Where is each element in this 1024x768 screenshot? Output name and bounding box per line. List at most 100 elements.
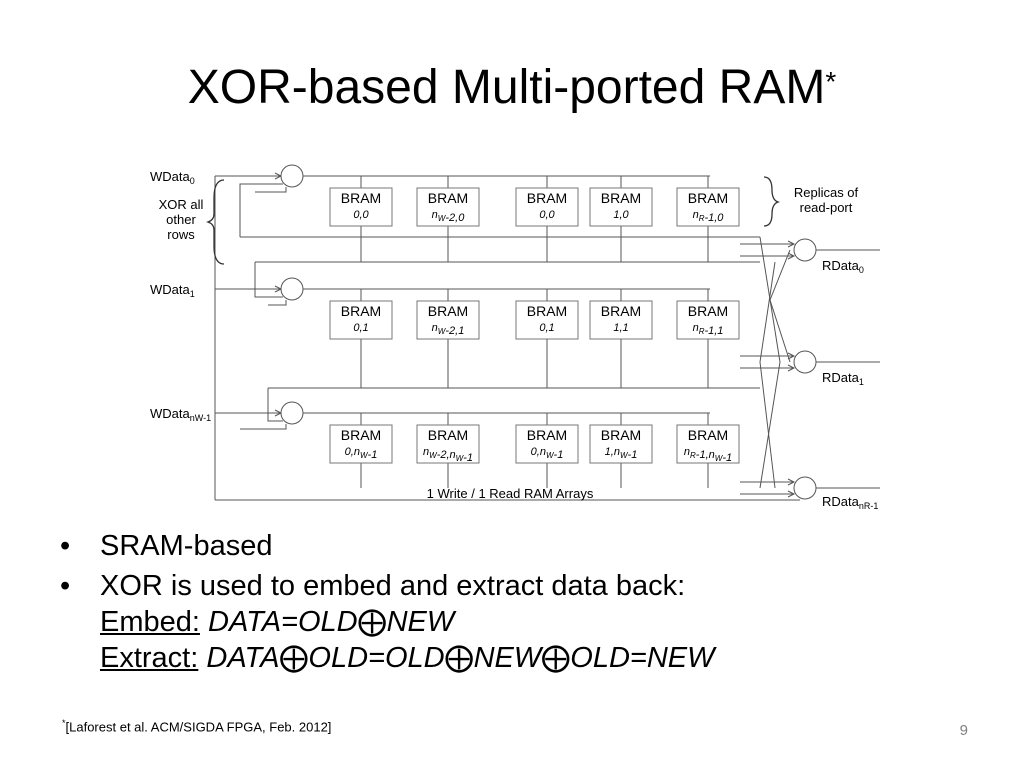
bram-box (416, 424, 480, 464)
bram-box (589, 424, 653, 464)
xor-note-line: XOR all (159, 197, 204, 212)
index-part: -1 (722, 452, 732, 464)
xor-gate-read (793, 476, 817, 500)
footnote: *[Laforest et al. ACM/SIGDA FPGA, Feb. 2… (62, 718, 331, 734)
index-part: -2,n (437, 449, 456, 461)
label-subscript: nR-1 (859, 501, 879, 511)
index-subscript: R (690, 451, 696, 460)
bram-box (515, 187, 579, 227)
extract-line: Extract: DATA⨁OLD=OLD⨁NEW⨁OLD=NEW (100, 640, 714, 676)
index-part: n (693, 209, 699, 221)
bram-box (416, 187, 480, 227)
write-input-label: WData0 (150, 169, 195, 186)
xor-gate-circle (793, 350, 817, 374)
bullet-dot: • (60, 530, 71, 562)
index-part: n (432, 322, 438, 334)
bullet-text: XOR is used to embed and extract data ba… (100, 570, 686, 602)
index-subscript: W (438, 327, 447, 336)
xor-gate-circle (793, 238, 817, 262)
feedback-wire (267, 388, 283, 422)
label-base: WData (150, 406, 191, 421)
index-part: -2,0 (445, 212, 465, 224)
bram-box (515, 300, 579, 340)
bram-label: BRAM (527, 303, 567, 319)
extract-expression: DATA⨁OLD=OLD⨁NEW⨁OLD=NEW (206, 642, 715, 674)
label-base: RData (822, 370, 860, 385)
arrowhead (787, 240, 796, 248)
write-input-label: WDatanW-1 (150, 406, 211, 423)
bram-index: 0,0 (353, 209, 369, 221)
index-subscript: R (699, 327, 705, 336)
bram-index: 1,0 (613, 209, 629, 221)
right-brace (763, 176, 781, 227)
index-part: 0,n (531, 446, 546, 458)
bram-label: BRAM (601, 190, 641, 206)
index-part: n (693, 322, 699, 334)
feedback-wire (254, 262, 283, 298)
bram-block: BRAM nW-2,nW-1 (416, 424, 480, 464)
bram-box (329, 187, 393, 227)
diagram-caption: 1 Write / 1 Read RAM Arrays (427, 486, 594, 501)
bram-index: 0,1 (539, 322, 554, 334)
index-part: n (432, 209, 438, 221)
bram-index: nW-2,nW-1 (423, 446, 473, 464)
xor-note-line: rows (167, 227, 195, 242)
bram-label: BRAM (527, 427, 567, 443)
index-part: 0,n (345, 446, 360, 458)
slide-title: XOR-based Multi-ported RAM* (0, 58, 1024, 118)
diagram-labels: WData0WData1WDatanW-1RData0RData1RDatanR… (150, 169, 878, 511)
bram-block: BRAM 1,0 (589, 187, 653, 227)
title-footnote-mark: * (825, 66, 837, 97)
bram-block: BRAM 0,nW-1 (515, 424, 579, 464)
arrowhead (787, 252, 796, 260)
xor-gate-circle (280, 277, 304, 301)
bram-index: nR-1,1 (693, 322, 724, 337)
index-part: -2,1 (445, 325, 464, 337)
index-part: -1,0 (704, 212, 724, 224)
bram-label: BRAM (428, 427, 468, 443)
index-part: -1 (368, 449, 378, 461)
bullet-text: SRAM-based (100, 530, 273, 562)
index-subscript: W (546, 451, 555, 460)
bullet-dot: • (60, 570, 71, 602)
bram-box (589, 187, 653, 227)
label-base: RData (822, 258, 860, 273)
xor-gate-read (793, 350, 817, 374)
bram-block: BRAM nR-1,0 (676, 187, 740, 227)
arrowhead (787, 352, 796, 360)
index-subscript: W (456, 454, 465, 463)
embed-expression: DATA=OLD⨁NEW (208, 606, 455, 638)
bram-index: 1,1 (613, 322, 628, 334)
index-part: -1 (628, 449, 638, 461)
bram-index: 0,1 (353, 322, 368, 334)
xor-gate-write (280, 277, 304, 301)
footnote-mark: * (62, 718, 66, 728)
bram-index: nR-1,0 (693, 209, 725, 224)
bram-label: BRAM (341, 427, 381, 443)
bram-label: BRAM (688, 427, 728, 443)
bram-box (676, 187, 740, 227)
bram-label: BRAM (688, 190, 728, 206)
xor-gate-read (793, 238, 817, 262)
bullet-sram: • SRAM-based (60, 528, 714, 564)
cross-wire (769, 249, 791, 363)
bram-index: 0,nW-1 (531, 446, 564, 461)
bullet-xor-body: XOR is used to embed and extract data ba… (100, 568, 714, 676)
bram-box (515, 424, 579, 464)
replicas-line: Replicas of (794, 185, 859, 200)
bram-index: 0,0 (539, 209, 555, 221)
title-text: XOR-based Multi-ported RAM (187, 61, 826, 114)
replicas-line: read-port (800, 200, 853, 215)
xor-gate-circle (280, 401, 304, 425)
label-subscript: 1 (859, 377, 864, 387)
xor-gate-circle (280, 164, 304, 188)
bram-box (589, 300, 653, 340)
index-part: -1,1 (704, 325, 723, 337)
index-part: 1,n (605, 446, 620, 458)
